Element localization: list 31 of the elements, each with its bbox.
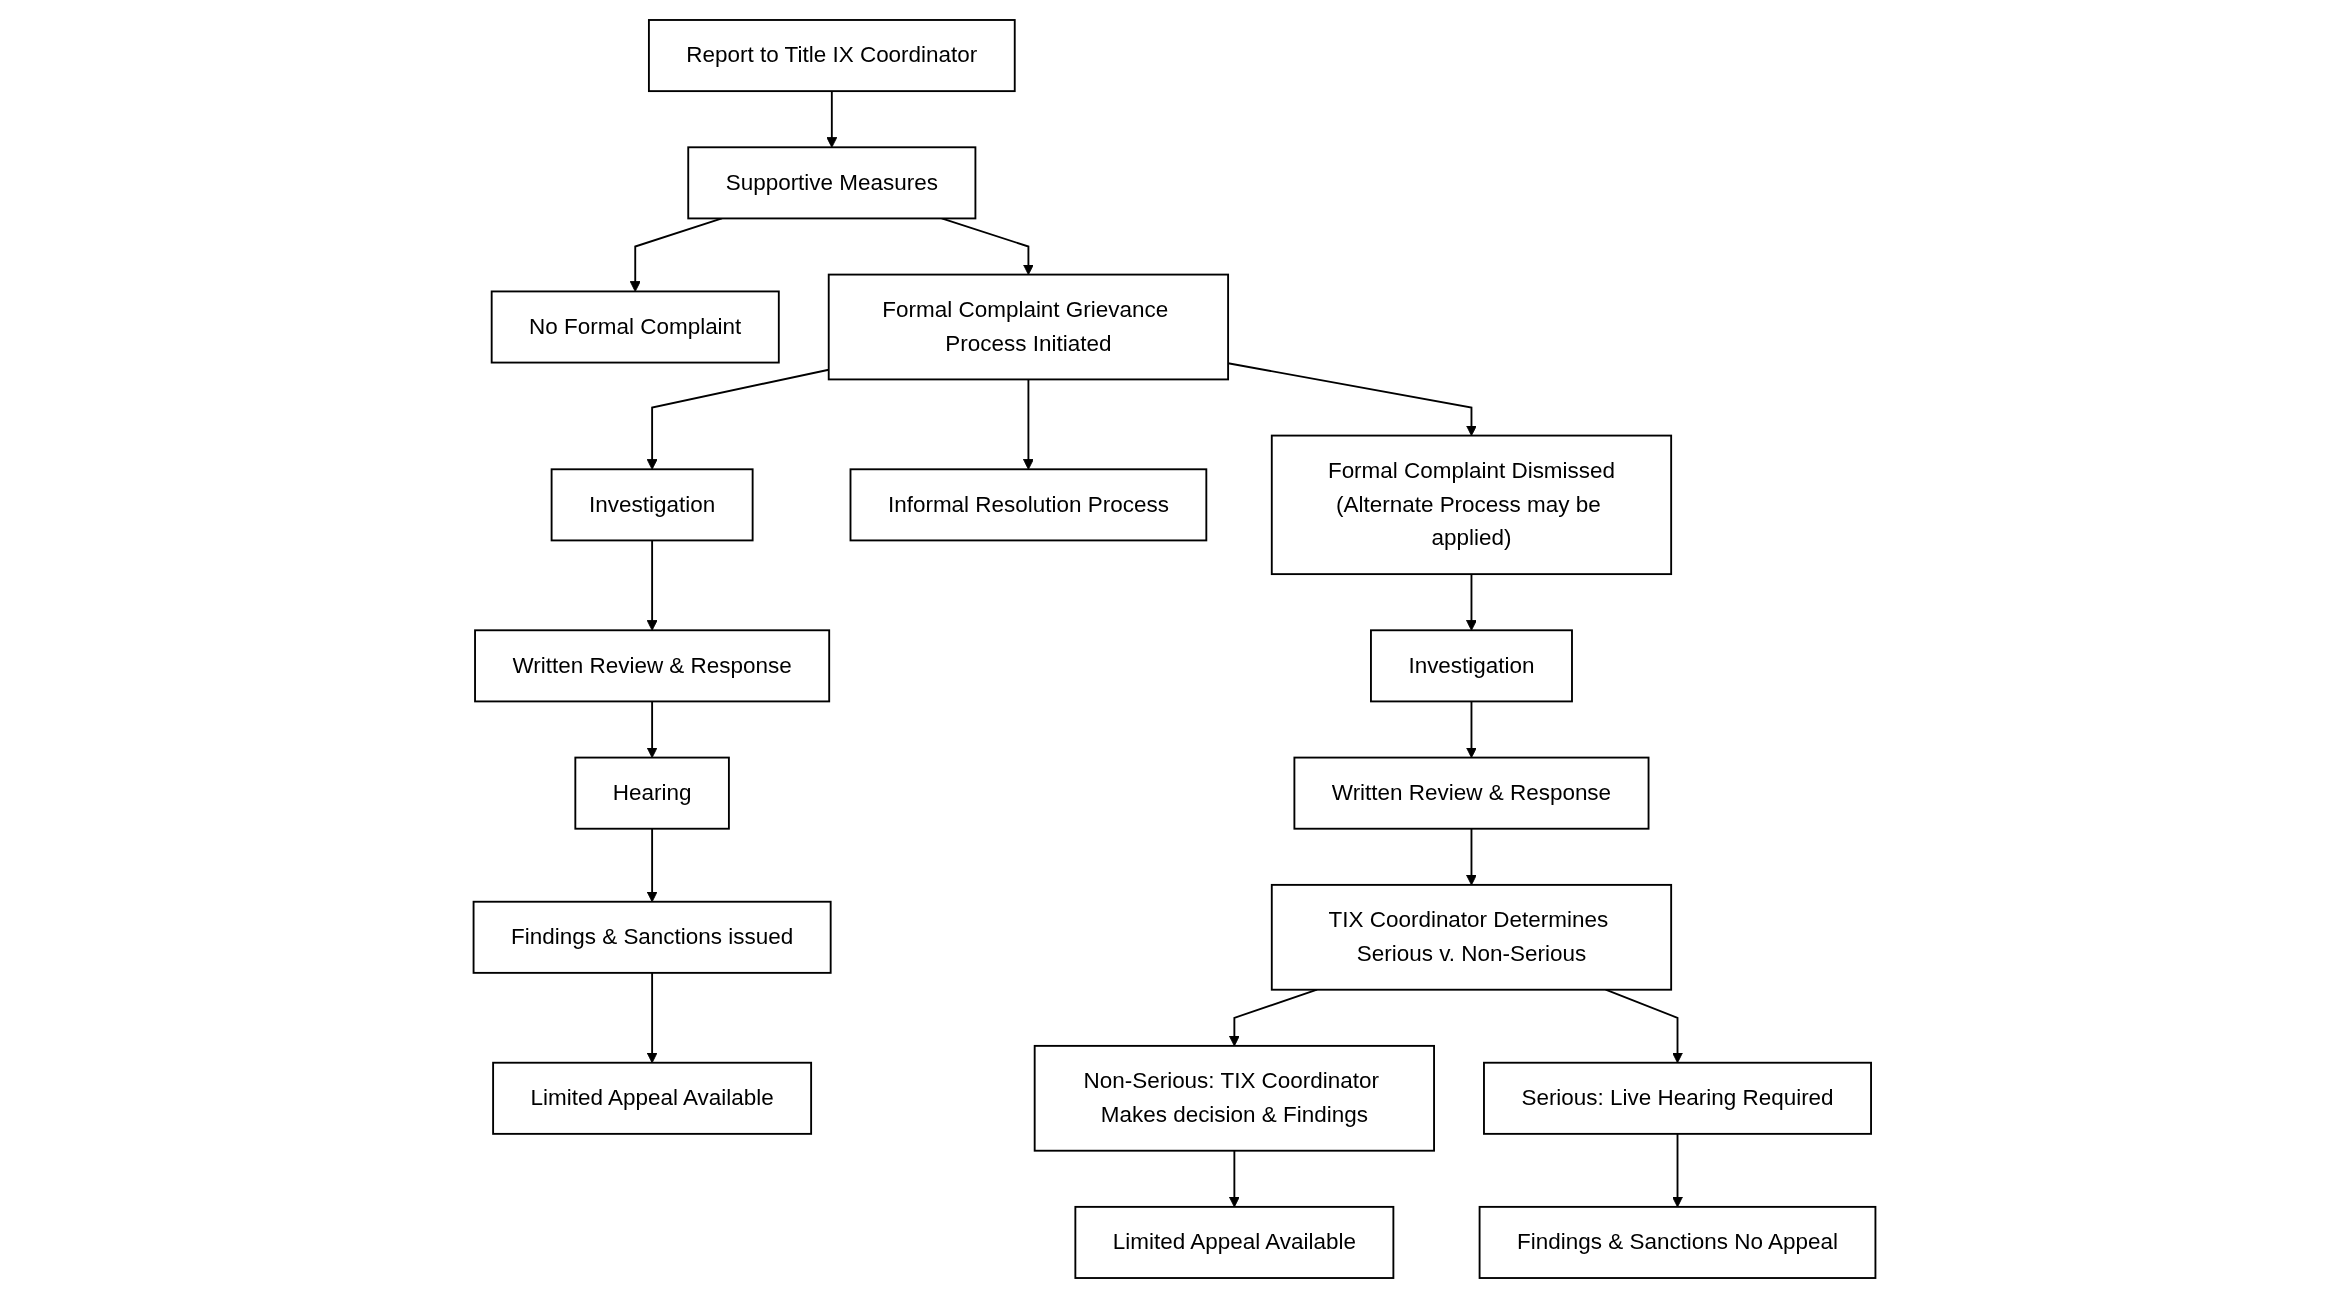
node-box: Findings & Sanctions issued bbox=[472, 900, 832, 974]
arrow bbox=[646, 700, 658, 759]
arrow bbox=[1672, 1132, 1683, 1208]
arrow bbox=[646, 539, 658, 631]
node-box: TIX Coordinator Determines Serious v. Non-Serious bbox=[1270, 883, 1673, 991]
arrow bbox=[1466, 700, 1477, 759]
arrow bbox=[1228, 1149, 1240, 1208]
arrow bbox=[1466, 573, 1477, 631]
arrow bbox=[1022, 378, 1034, 470]
node-box: Supportive Measures bbox=[687, 146, 977, 220]
arrow bbox=[646, 971, 658, 1064]
node-box: Written Review & Response bbox=[474, 629, 831, 703]
node-box: Findings & Sanctions No Appeal bbox=[1478, 1205, 1877, 1279]
node-box: Hearing bbox=[574, 756, 730, 830]
arrow bbox=[1466, 827, 1477, 886]
node-box: Investigation bbox=[550, 468, 754, 542]
arrow bbox=[826, 90, 838, 148]
arrow bbox=[646, 827, 658, 903]
node-box: Formal Complaint Grievance Process Initiated bbox=[827, 273, 1230, 381]
node-box: Report to Title IX Coordinator bbox=[647, 19, 1016, 93]
arrow bbox=[1228, 988, 1318, 1047]
node-box: Informal Resolution Process bbox=[849, 468, 1208, 542]
node-box: Limited Appeal Available bbox=[1074, 1205, 1395, 1279]
node-box: Written Review & Response bbox=[1293, 756, 1650, 830]
arrow bbox=[629, 217, 723, 292]
node-box: Serious: Live Hearing Required bbox=[1483, 1061, 1872, 1135]
node-box: No Formal Complaint bbox=[490, 290, 780, 364]
node-box: Formal Complaint Dismissed (Alternate Process may be applied) bbox=[1270, 434, 1673, 576]
node-box: Limited Appeal Available bbox=[492, 1061, 813, 1135]
node-box: Investigation bbox=[1370, 629, 1573, 703]
node-box: Non-Serious: TIX Coordinator Makes decision & Findings bbox=[1033, 1044, 1435, 1152]
